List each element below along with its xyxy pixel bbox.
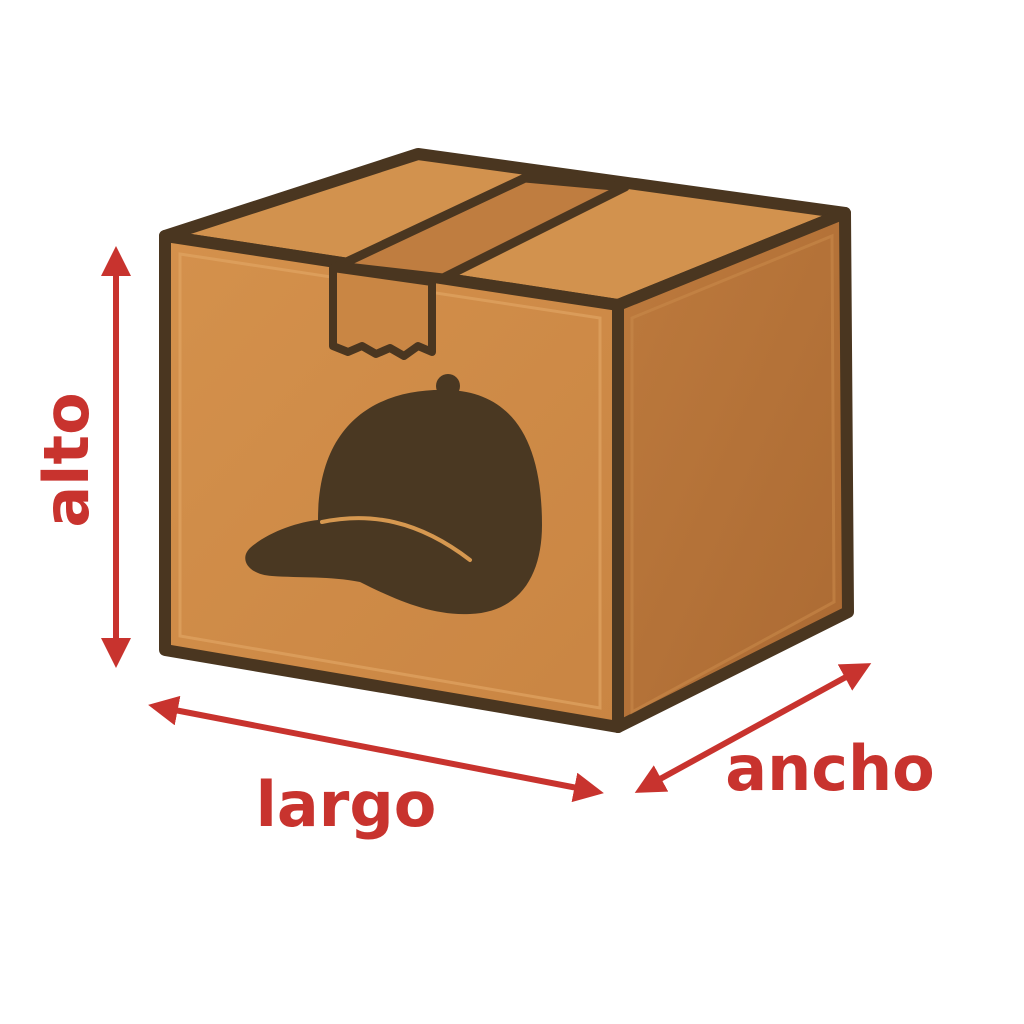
length-label: largo	[256, 768, 437, 841]
width-label: ancho	[725, 732, 934, 805]
packing-tape-icon	[333, 173, 630, 283]
box-side-face	[612, 207, 854, 733]
width-arrow	[634, 663, 872, 793]
cardboard-box-icon	[159, 148, 854, 733]
baseball-cap-icon	[245, 374, 542, 615]
height-label: alto	[30, 392, 103, 527]
box-side-bevel	[630, 233, 836, 715]
length-arrow	[148, 695, 604, 803]
tape-flap	[329, 264, 436, 360]
